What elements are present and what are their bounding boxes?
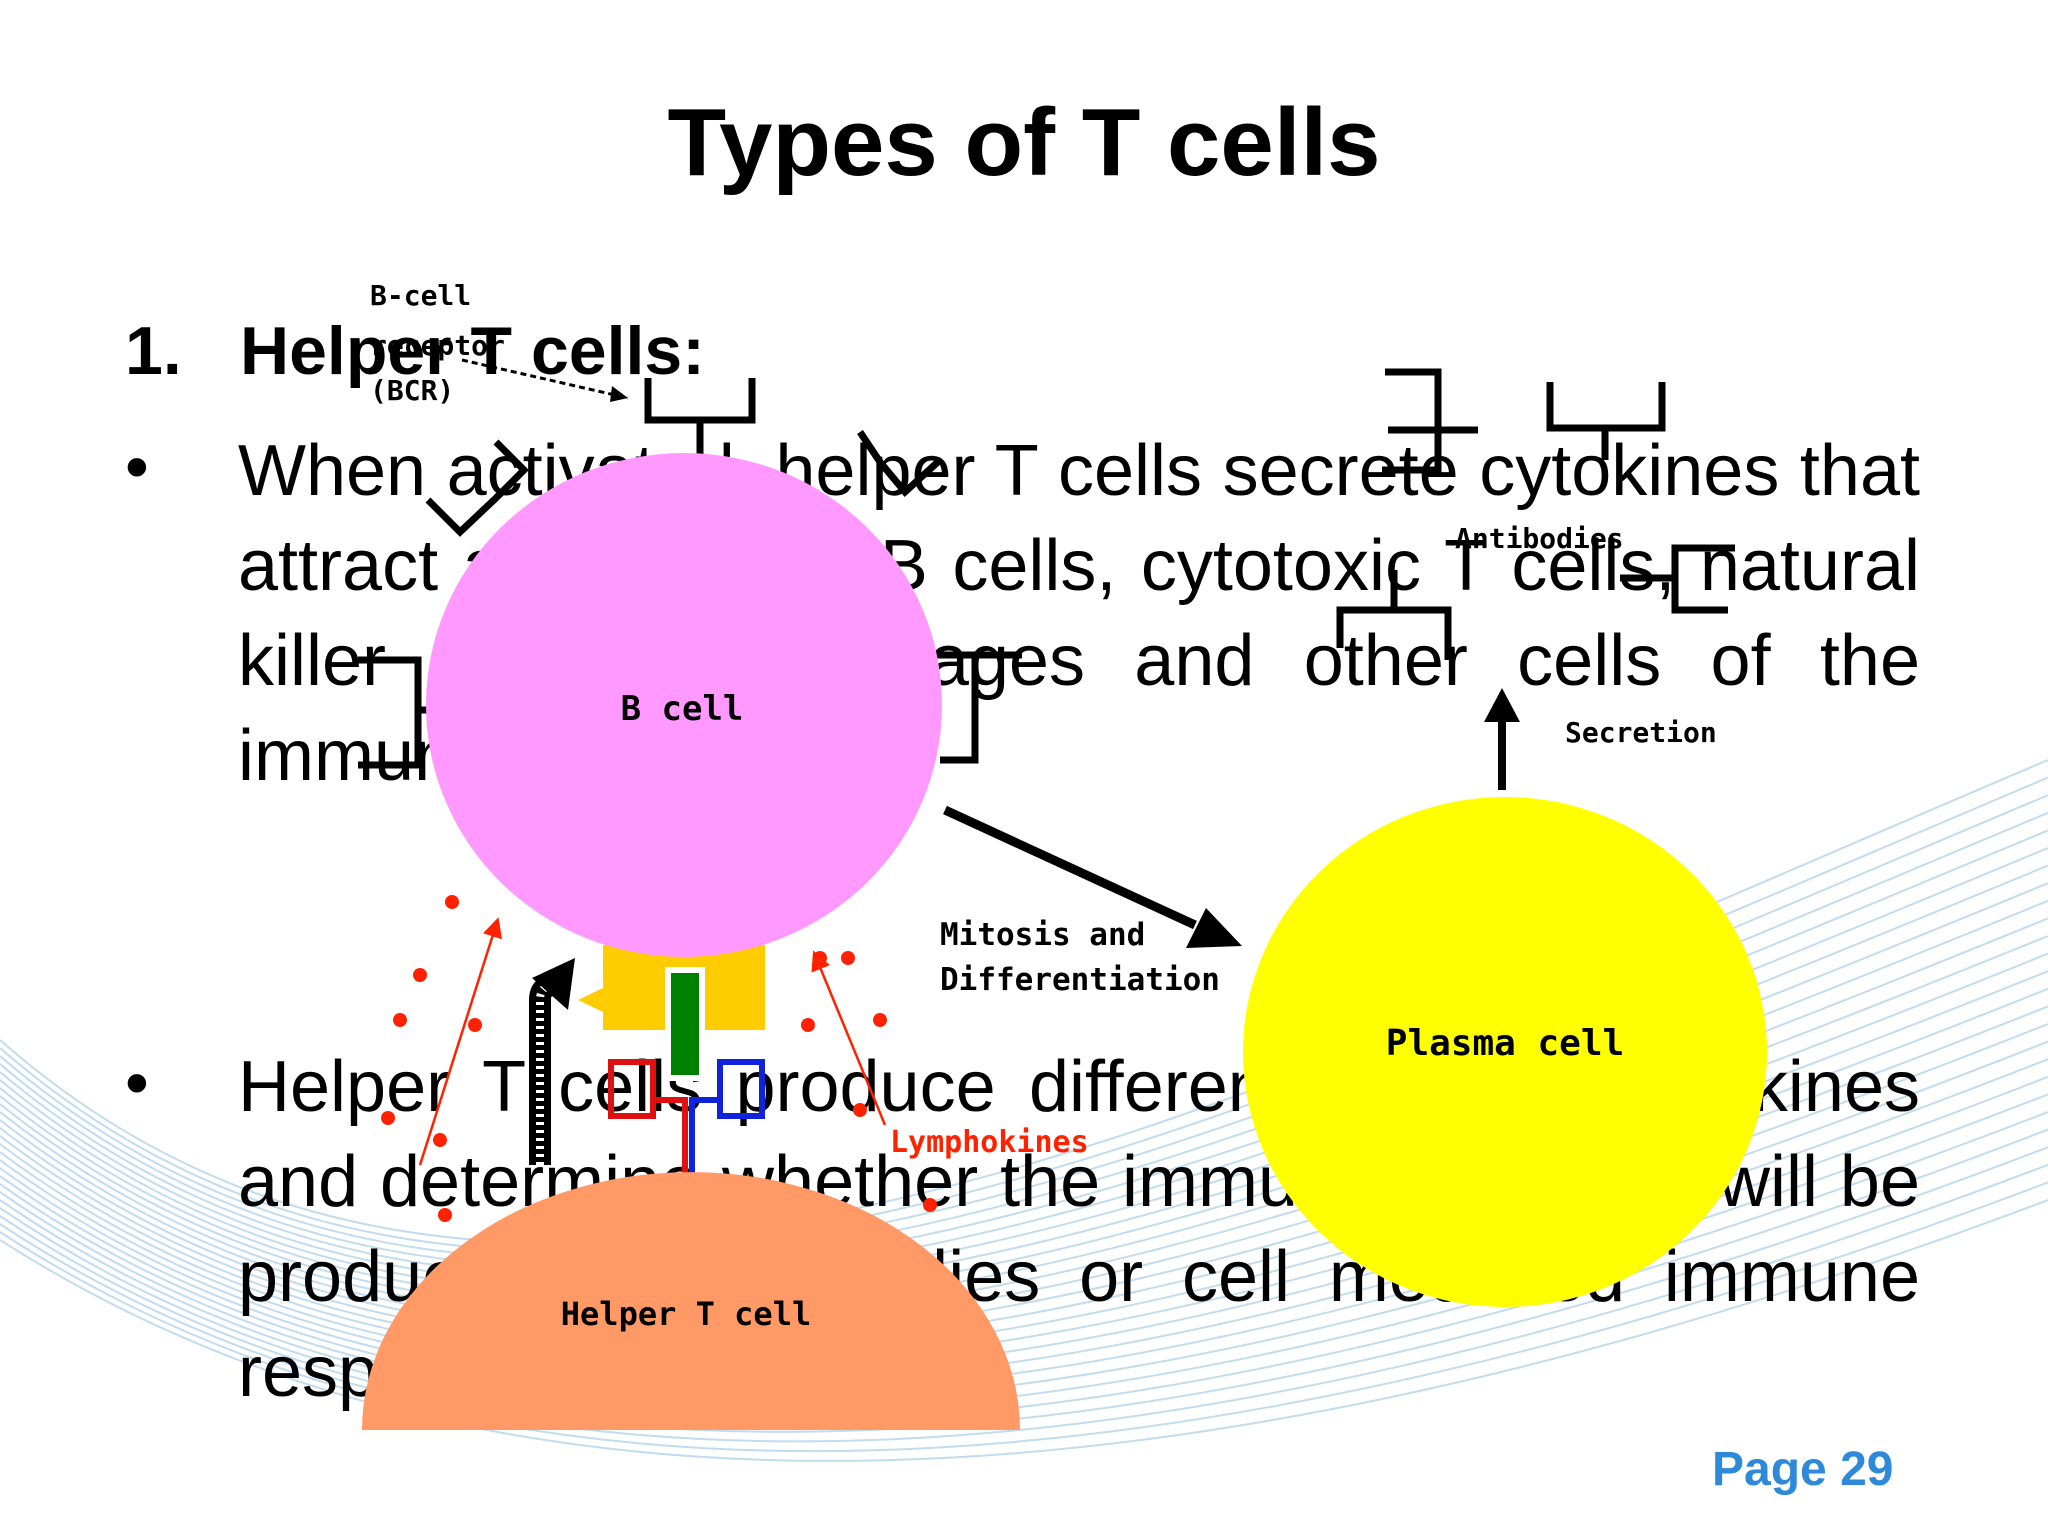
- lymphokine-dot: [433, 1133, 447, 1147]
- wave-line: [0, 1199, 2048, 1462]
- svg-text:receptor: receptor: [370, 329, 505, 362]
- section-heading: 1. Helper T cells:: [125, 312, 705, 390]
- plasma-cell: [1243, 797, 1767, 1307]
- lymphokine-arrows: [418, 917, 887, 1166]
- lymphokine-dot: [413, 968, 427, 982]
- lymphokine-dot: [393, 1013, 407, 1027]
- heading-text: Helper T cells:: [240, 313, 705, 389]
- helper-t-cell: [362, 1172, 1020, 1430]
- bcell-receptor-label: B-cell receptor (BCR): [370, 279, 505, 407]
- lymphokine-dot: [801, 1018, 815, 1032]
- lymphokine-dot: [438, 1208, 452, 1222]
- plasma-cell-label: Plasma cell: [1386, 1023, 1624, 1064]
- slide-title: Types of T cells: [667, 89, 1381, 196]
- bullet-marker-2: •: [125, 1045, 149, 1121]
- mitosis-arrow: [943, 805, 1197, 930]
- b-cell-label: B cell: [621, 689, 744, 729]
- svg-text:(BCR): (BCR): [370, 374, 454, 407]
- heading-number: 1.: [125, 313, 182, 389]
- secretion-label: Secretion: [1565, 716, 1717, 749]
- bcr-pointer-arrow: [461, 358, 629, 400]
- activation-dotted-arrow: [529, 958, 575, 1165]
- lymphokine-dot: [853, 1103, 867, 1117]
- antibodies-label: Antibodies: [1455, 522, 1624, 555]
- svg-text:B-cell: B-cell: [370, 279, 471, 312]
- helper-t-cell-label: Helper T cell: [561, 1295, 811, 1333]
- page-number: Page 29: [1712, 1443, 1894, 1496]
- lymphokine-dot: [873, 1013, 887, 1027]
- receptor-complex: [578, 945, 765, 1183]
- b-cell: [426, 453, 942, 957]
- lymphokine-dot: [468, 1018, 482, 1032]
- wave-line: [0, 1163, 2048, 1443]
- lymphokine-dot: [381, 1111, 395, 1125]
- bullet-marker-1: •: [125, 429, 149, 505]
- mitosis-label-line1: Mitosis and: [940, 917, 1145, 953]
- lymphokine-dot: [923, 1198, 937, 1212]
- wave-line: [0, 1181, 2048, 1453]
- lymphokine-dot: [841, 951, 855, 965]
- mitosis-label-line2: Differentiation: [940, 962, 1220, 998]
- lymphokines-label: Lymphokines: [890, 1125, 1089, 1160]
- lymphokine-dot: [445, 895, 459, 909]
